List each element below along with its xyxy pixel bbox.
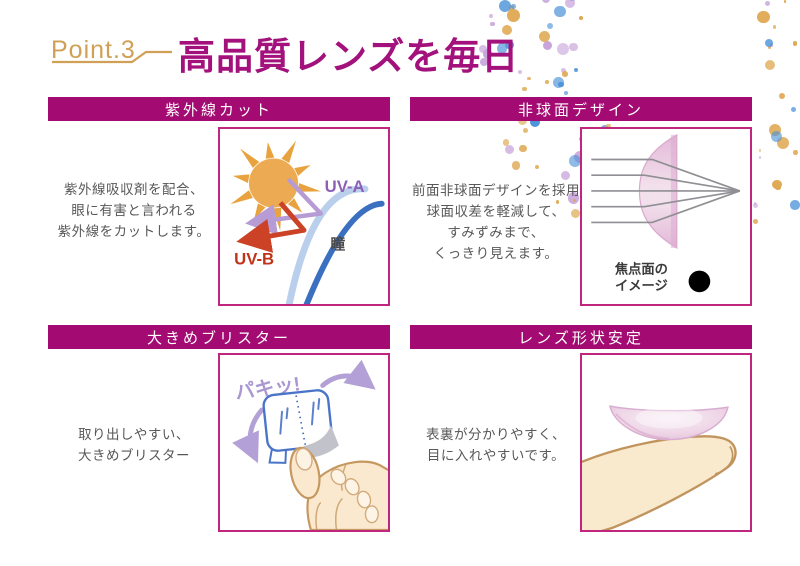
panel-big-blister: 大きめブリスター 取り出しやすい、 大きめブリスター パキッ! bbox=[48, 325, 390, 537]
text-line: すみずみまで、 bbox=[447, 225, 545, 240]
fingernails bbox=[330, 468, 379, 524]
uva-ray-arrow bbox=[245, 177, 323, 235]
lens-highlight bbox=[635, 407, 703, 429]
snap-arrow-left bbox=[232, 407, 265, 464]
decorative-dot bbox=[753, 201, 757, 205]
panel-aspheric-description: 前面非球面デザインを採用 球面収差を軽減して、 すみずみまで、 くっきり見えます… bbox=[410, 180, 582, 264]
panel-aspheric-design: 非球面デザイン 前面非球面デザインを採用 球面収差を軽減して、 すみずみまで、 … bbox=[410, 97, 752, 309]
focal-label-line2: イメージ bbox=[615, 278, 668, 293]
pupil-label: 瞳 bbox=[331, 235, 346, 253]
text-line: 紫外線吸収剤を配合、 bbox=[64, 182, 204, 197]
blister-illustration: パキッ! bbox=[232, 359, 388, 530]
decorative-dot bbox=[758, 156, 762, 159]
panel-shape-description: 表裏が分かりやすく、 目に入れやすいです。 bbox=[410, 424, 582, 466]
uvb-label: UV-B bbox=[234, 250, 274, 269]
light-rays bbox=[591, 158, 741, 224]
panel-lens-shape: レンズ形状安定 表裏が分かりやすく、 目に入れやすいです。 bbox=[410, 325, 752, 537]
uvb-ray-arrow bbox=[236, 201, 307, 253]
lens-focus-illustration: 焦点面の イメージ bbox=[591, 133, 741, 293]
decorative-dot bbox=[758, 149, 762, 152]
decorative-dot bbox=[778, 92, 785, 100]
decorative-dot bbox=[768, 124, 781, 137]
text-line: 前面非球面デザインを採用 bbox=[412, 183, 580, 198]
panel-shape-header: レンズ形状安定 bbox=[410, 325, 752, 349]
text-line: 目に入れやすいです。 bbox=[426, 448, 566, 463]
decorative-dot bbox=[775, 184, 781, 190]
text-line: 眼に有害と言われる bbox=[71, 203, 197, 218]
decorative-dot bbox=[776, 136, 790, 150]
thumbnail bbox=[295, 447, 313, 471]
eye-arc bbox=[303, 200, 385, 304]
decorative-dot bbox=[752, 202, 758, 208]
blister-foil bbox=[303, 425, 339, 458]
sun-body bbox=[248, 158, 299, 208]
blister-pack bbox=[262, 389, 339, 464]
lens-on-finger-illustration-box bbox=[580, 353, 752, 532]
panel-uv-cut: 紫外線カット 紫外線吸収剤を配合、 眼に有害と言われる 紫外線をカットします。 bbox=[48, 97, 390, 309]
panel-blister-header: 大きめブリスター bbox=[48, 325, 390, 349]
uva-label: UV-A bbox=[325, 177, 365, 196]
decorative-dot bbox=[770, 131, 782, 143]
decorative-dot bbox=[790, 106, 797, 112]
blister-shine-marks bbox=[279, 397, 321, 435]
text-line: くっきり見えます。 bbox=[433, 246, 559, 261]
decorative-dot bbox=[772, 179, 782, 190]
fingertip-inner-line bbox=[714, 445, 734, 475]
point-label: Point.3 bbox=[51, 36, 136, 64]
fingertip bbox=[582, 435, 737, 530]
blister-illustration-box: パキッ! bbox=[218, 353, 390, 532]
contact-lens-arc bbox=[285, 185, 369, 304]
text-line: 紫外線をカットします。 bbox=[57, 224, 211, 239]
decorative-dot bbox=[790, 200, 800, 210]
uv-illustration: UV-A UV-B 瞳 bbox=[230, 140, 385, 304]
text-line: 表裏が分かりやすく、 bbox=[426, 427, 566, 442]
page-title: 高品質レンズを毎日 bbox=[178, 37, 520, 78]
panel-blister-description: 取り出しやすい、 大きめブリスター bbox=[48, 424, 220, 466]
focal-point-dot bbox=[688, 270, 711, 293]
page-header: Point.3 高品質レンズを毎日 bbox=[0, 0, 800, 90]
panel-uv-description: 紫外線吸収剤を配合、 眼に有害と言われる 紫外線をカットします。 bbox=[48, 179, 220, 242]
text-line: 球面収差を軽減して、 bbox=[426, 204, 566, 219]
panel-aspheric-header: 非球面デザイン bbox=[410, 97, 752, 121]
decorative-dot bbox=[752, 219, 759, 225]
lens-focus-illustration-box: 焦点面の イメージ bbox=[580, 127, 752, 306]
lens-shade bbox=[615, 413, 669, 440]
gold-underline-slash bbox=[52, 50, 172, 64]
hand bbox=[289, 446, 388, 530]
decorative-dot bbox=[563, 90, 568, 95]
focal-label-line1: 焦点面の bbox=[614, 261, 668, 277]
lens-on-finger-illustration bbox=[582, 405, 737, 530]
uv-illustration-box: UV-A UV-B 瞳 bbox=[218, 127, 390, 306]
text-line: 大きめブリスター bbox=[78, 448, 190, 463]
decorative-dot bbox=[793, 150, 798, 155]
snap-arrow-right bbox=[320, 359, 376, 390]
text-line: 取り出しやすい、 bbox=[78, 427, 190, 442]
panel-uv-header: 紫外線カット bbox=[48, 97, 390, 121]
